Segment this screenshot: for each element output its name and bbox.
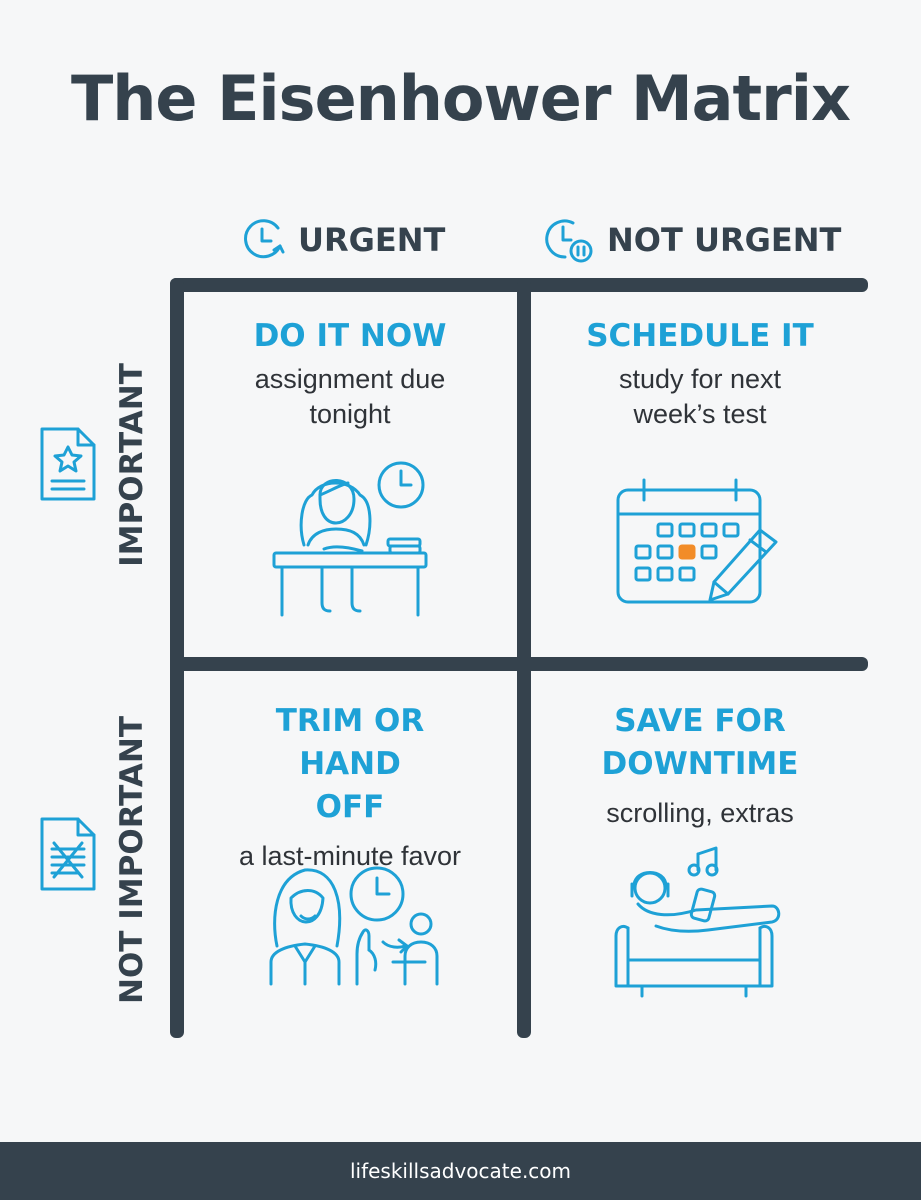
quadrant-title: DO IT NOW [253, 318, 447, 354]
quadrant-save-for-downtime: SAVE FOR DOWNTIME scrolling, extras [530, 700, 870, 831]
column-label-not-urgent: NOT URGENT [607, 221, 842, 259]
page-title: The Eisenhower Matrix [71, 62, 851, 135]
document-star-icon [40, 427, 96, 501]
quadrant-trim-or-hand-off: TRIM OR HAND OFF a last-minute favor [180, 700, 520, 874]
quadrant-schedule-it: SCHEDULE IT study for next week’s test [530, 315, 870, 432]
student-at-desk-with-clock-icon [272, 461, 428, 617]
footer-website: lifeskillsadvocate.com [0, 1142, 921, 1200]
quadrant-title: TRIM OR HAND OFF [275, 703, 425, 825]
grid-line-center [517, 278, 531, 1038]
quadrant-description: a last-minute favor [238, 841, 462, 871]
quadrant-description: scrolling, extras [606, 798, 794, 828]
row-label-not-important: NOT IMPORTANT [114, 716, 150, 1004]
document-crossed-icon [40, 817, 96, 891]
clock-arrow-icon [244, 219, 285, 259]
column-header-not-urgent: NOT URGENT [543, 215, 841, 265]
person-relaxing-in-armchair-icon [614, 846, 781, 998]
clock-pause-icon [545, 219, 593, 263]
person-handing-off-task-icon [269, 866, 439, 986]
quadrant-description: assignment due tonight [254, 364, 446, 429]
quadrant-description: study for next week’s test [618, 364, 782, 429]
row-label-important: IMPORTANT [114, 363, 150, 567]
grid-line-left [170, 278, 184, 1038]
quadrant-title: SCHEDULE IT [586, 318, 814, 354]
column-label-urgent: URGENT [298, 221, 446, 259]
calendar-with-pencil-icon [616, 478, 778, 604]
quadrant-title: SAVE FOR DOWNTIME [601, 703, 799, 782]
quadrant-do-it-now: DO IT NOW assignment due tonight [180, 315, 520, 432]
column-header-urgent: URGENT [240, 215, 445, 265]
